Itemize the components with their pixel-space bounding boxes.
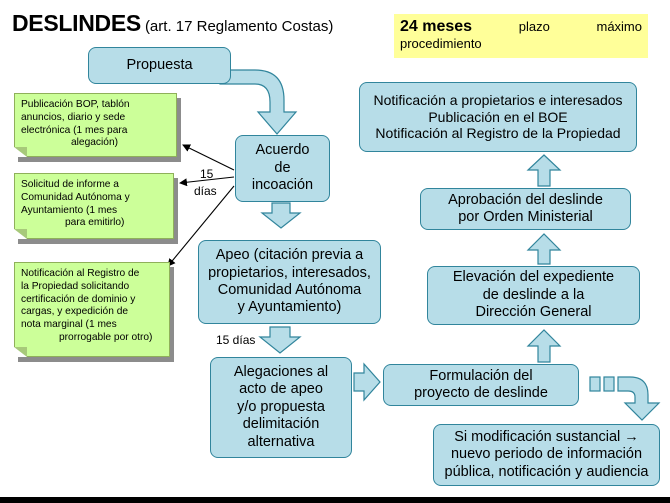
box-modificacion-line: nuevo periodo de información (450, 446, 643, 463)
label-15-dias: 15 días (216, 333, 256, 347)
title-subtitle: (art. 17 Reglamento Costas) (144, 18, 334, 35)
box-apeo-line: y Ayuntamiento) (237, 299, 342, 316)
deadline-word-maximo: máximo (596, 19, 642, 34)
deadline-word-plazo: plazo (518, 19, 550, 34)
arrow-acuerdo-to-apeo (260, 202, 302, 229)
box-formulacion-line: Formulación del (429, 367, 533, 384)
note-registro-line: la Propiedad solicitando (21, 280, 130, 292)
box-alegaciones-line: acto de apeo (239, 381, 323, 398)
deadline-months: 24 meses (400, 18, 473, 35)
box-notificacion-line: Publicación en el BOE (428, 108, 568, 125)
deadline-line2: procedimiento (400, 36, 482, 51)
note-registro-line: prorrogable por otro) (59, 331, 153, 343)
box-alegaciones-line: alternativa (247, 433, 315, 450)
box-formulacion: Formulación del proyecto de deslinde (383, 364, 579, 406)
box-acuerdo-line: Acuerdo (255, 142, 310, 159)
bottom-bar (0, 497, 670, 503)
box-elevacion-line: de deslinde a la (482, 286, 585, 303)
box-formulacion-line: proyecto de deslinde (414, 385, 548, 401)
box-apeo-line: Comunidad Autónoma (217, 282, 362, 298)
box-apeo-line: Apeo (citación previa a (215, 247, 364, 264)
note-publicacion-line: alegación) (71, 137, 119, 149)
box-elevacion-line: Dirección General (475, 304, 592, 321)
arrow-aprobacion-to-notificacion (526, 154, 562, 187)
box-apeo-line: propietarios, interesados, (208, 264, 371, 281)
note-publicacion-bop: Publicación BOP, tablón anuncios, diario… (14, 93, 177, 157)
line-to-solicitud (179, 176, 235, 187)
arrow-propuesta-to-acuerdo (219, 69, 298, 135)
note-registro-propiedad: Notificación al Registro de la Propiedad… (14, 262, 170, 357)
note-publicacion-fold (14, 147, 27, 157)
arrow-alegaciones-to-formulacion (353, 362, 381, 402)
arrow-formulacion-to-elevacion (526, 329, 562, 363)
box-alegaciones-line: Alegaciones al (233, 364, 329, 381)
box-modificacion: Si modificación sustancial → nuevo perio… (433, 424, 660, 486)
box-aprobacion-line: Aprobación del deslinde (448, 191, 603, 208)
line-to-registro (167, 185, 235, 267)
box-aprobacion-line: por Orden Ministerial (458, 209, 593, 225)
note-publicacion-line: anuncios, diario y sede (21, 111, 126, 123)
page-title: DESLINDES(art. 17 Reglamento Costas) (12, 10, 333, 37)
note-registro-fold (14, 347, 27, 357)
box-alegaciones-line: y/o propuesta (237, 398, 325, 415)
note-registro-line: certificación de dominio y (21, 293, 136, 305)
box-aprobacion: Aprobación del deslinde por Orden Minist… (420, 188, 631, 230)
arrow-dash-2 (603, 376, 615, 392)
box-acuerdo-line: de (274, 159, 291, 176)
box-alegaciones-line: delimitación (242, 416, 320, 433)
note-solicitud-line: Comunidad Autónoma y (21, 191, 130, 203)
deadline-note: 24 meses plazo máximo procedimiento (394, 14, 648, 58)
box-propuesta-line: Propuesta (126, 56, 193, 73)
box-elevacion-line: Elevación del expediente (452, 269, 615, 286)
box-notificacion: Notificación a propietarios e interesado… (359, 82, 637, 152)
box-propuesta: Propuesta (88, 47, 231, 84)
note-solicitud-line: Ayuntamiento (1 mes (21, 204, 118, 216)
note-registro-line: nota marginal (1 mes (21, 319, 117, 330)
box-elevacion: Elevación del expediente de deslinde a l… (427, 266, 640, 325)
note-solicitud-informe: Solicitud de informe a Comunidad Autónom… (14, 173, 174, 239)
arrow-dash-1 (589, 376, 601, 392)
note-solicitud-line: Solicitud de informe a (21, 179, 119, 190)
line-to-publicacion (182, 144, 235, 171)
note-solicitud-fold (14, 229, 27, 239)
note-publicacion-line: electrónica (1 mes para (21, 124, 128, 136)
label-dias: días (194, 184, 217, 198)
arrow-to-modificacion (617, 376, 661, 421)
arrow-apeo-to-alegaciones (258, 326, 302, 354)
box-notificacion-line: Notificación al Registro de la Propiedad (375, 125, 621, 142)
title-main: DESLINDES (12, 10, 141, 36)
box-alegaciones: Alegaciones al acto de apeo y/o propuest… (210, 357, 352, 458)
label-15: 15 (200, 167, 214, 181)
arrow-elevacion-to-aprobacion (526, 233, 562, 265)
box-modificacion-line: Si modificación sustancial → (454, 428, 639, 445)
box-modificacion-line: pública, notificación y audiencia (444, 463, 649, 480)
note-registro-line: Notificación al Registro de (21, 268, 140, 279)
note-publicacion-line: Publicación BOP, tablón (21, 99, 130, 110)
box-notificacion-line: Notificación a propietarios e interesado… (373, 91, 623, 108)
box-acuerdo-line: incoación (251, 177, 314, 194)
note-solicitud-line: para emitirlo) (65, 217, 125, 229)
box-apeo: Apeo (citación previa a propietarios, in… (198, 240, 381, 324)
box-acuerdo-incoacion: Acuerdo de incoación (235, 135, 330, 202)
note-registro-line: cargas, y expedición de (21, 306, 129, 318)
